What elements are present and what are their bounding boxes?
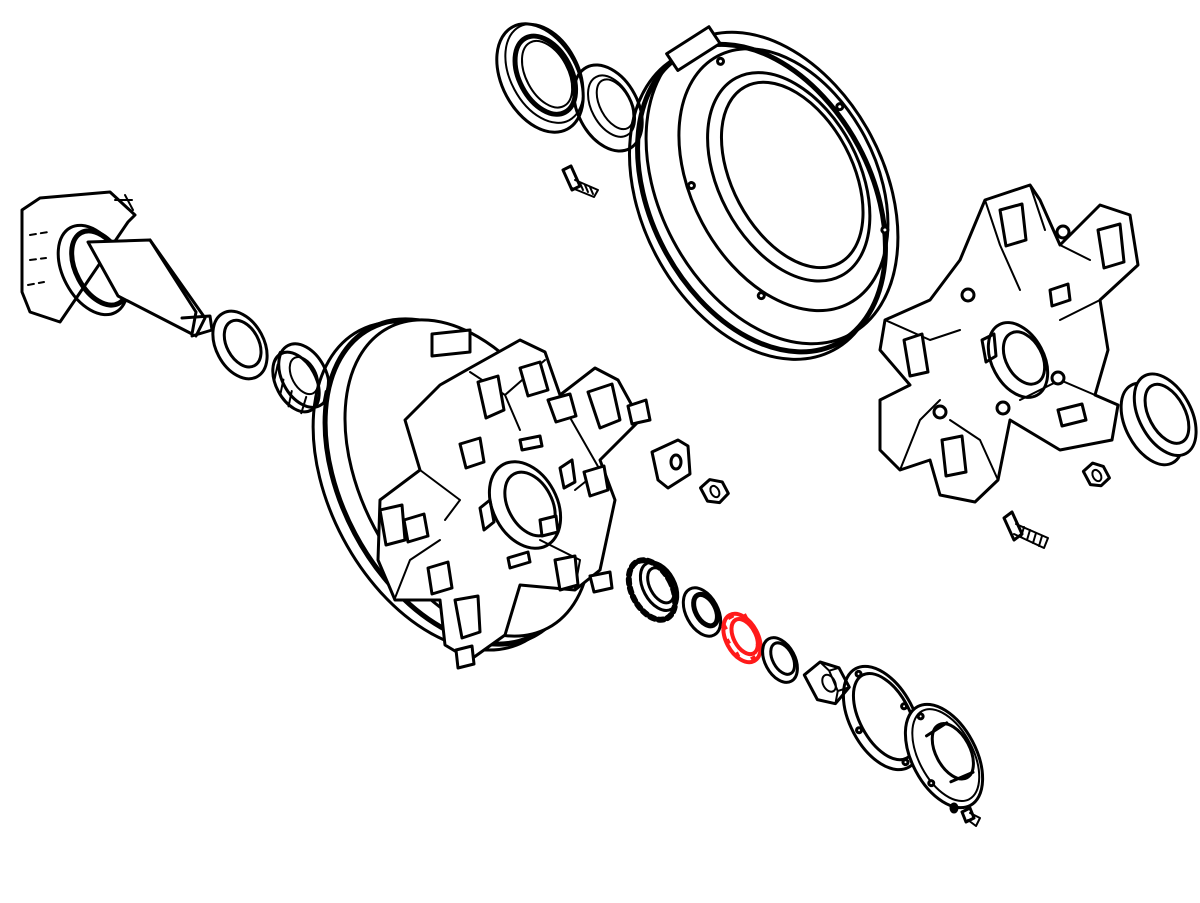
wheel-stud bbox=[561, 164, 599, 198]
hub-with-drum bbox=[311, 317, 652, 670]
thrust-washer bbox=[211, 309, 269, 381]
hub-studs bbox=[402, 360, 652, 670]
outer-tapered-bearing bbox=[625, 557, 680, 623]
inner-tapered-bearing bbox=[271, 342, 331, 415]
lock-tab bbox=[650, 438, 692, 490]
hex-nut bbox=[802, 660, 851, 706]
bearing-cup bbox=[1119, 372, 1198, 467]
wheel-hub bbox=[878, 183, 1140, 504]
lug-nut bbox=[698, 478, 730, 505]
d-washer bbox=[681, 586, 723, 638]
hub-cap-gasket bbox=[841, 664, 923, 772]
brake-drum bbox=[627, 25, 900, 361]
lock-washer bbox=[721, 611, 763, 665]
spindle bbox=[20, 190, 214, 338]
oil-seal bbox=[495, 22, 585, 134]
hub-stud bbox=[1002, 510, 1049, 549]
hub-nut bbox=[1081, 461, 1111, 488]
hub-cap bbox=[903, 702, 985, 810]
cap-screw bbox=[949, 802, 981, 827]
flat-washer bbox=[761, 636, 799, 684]
